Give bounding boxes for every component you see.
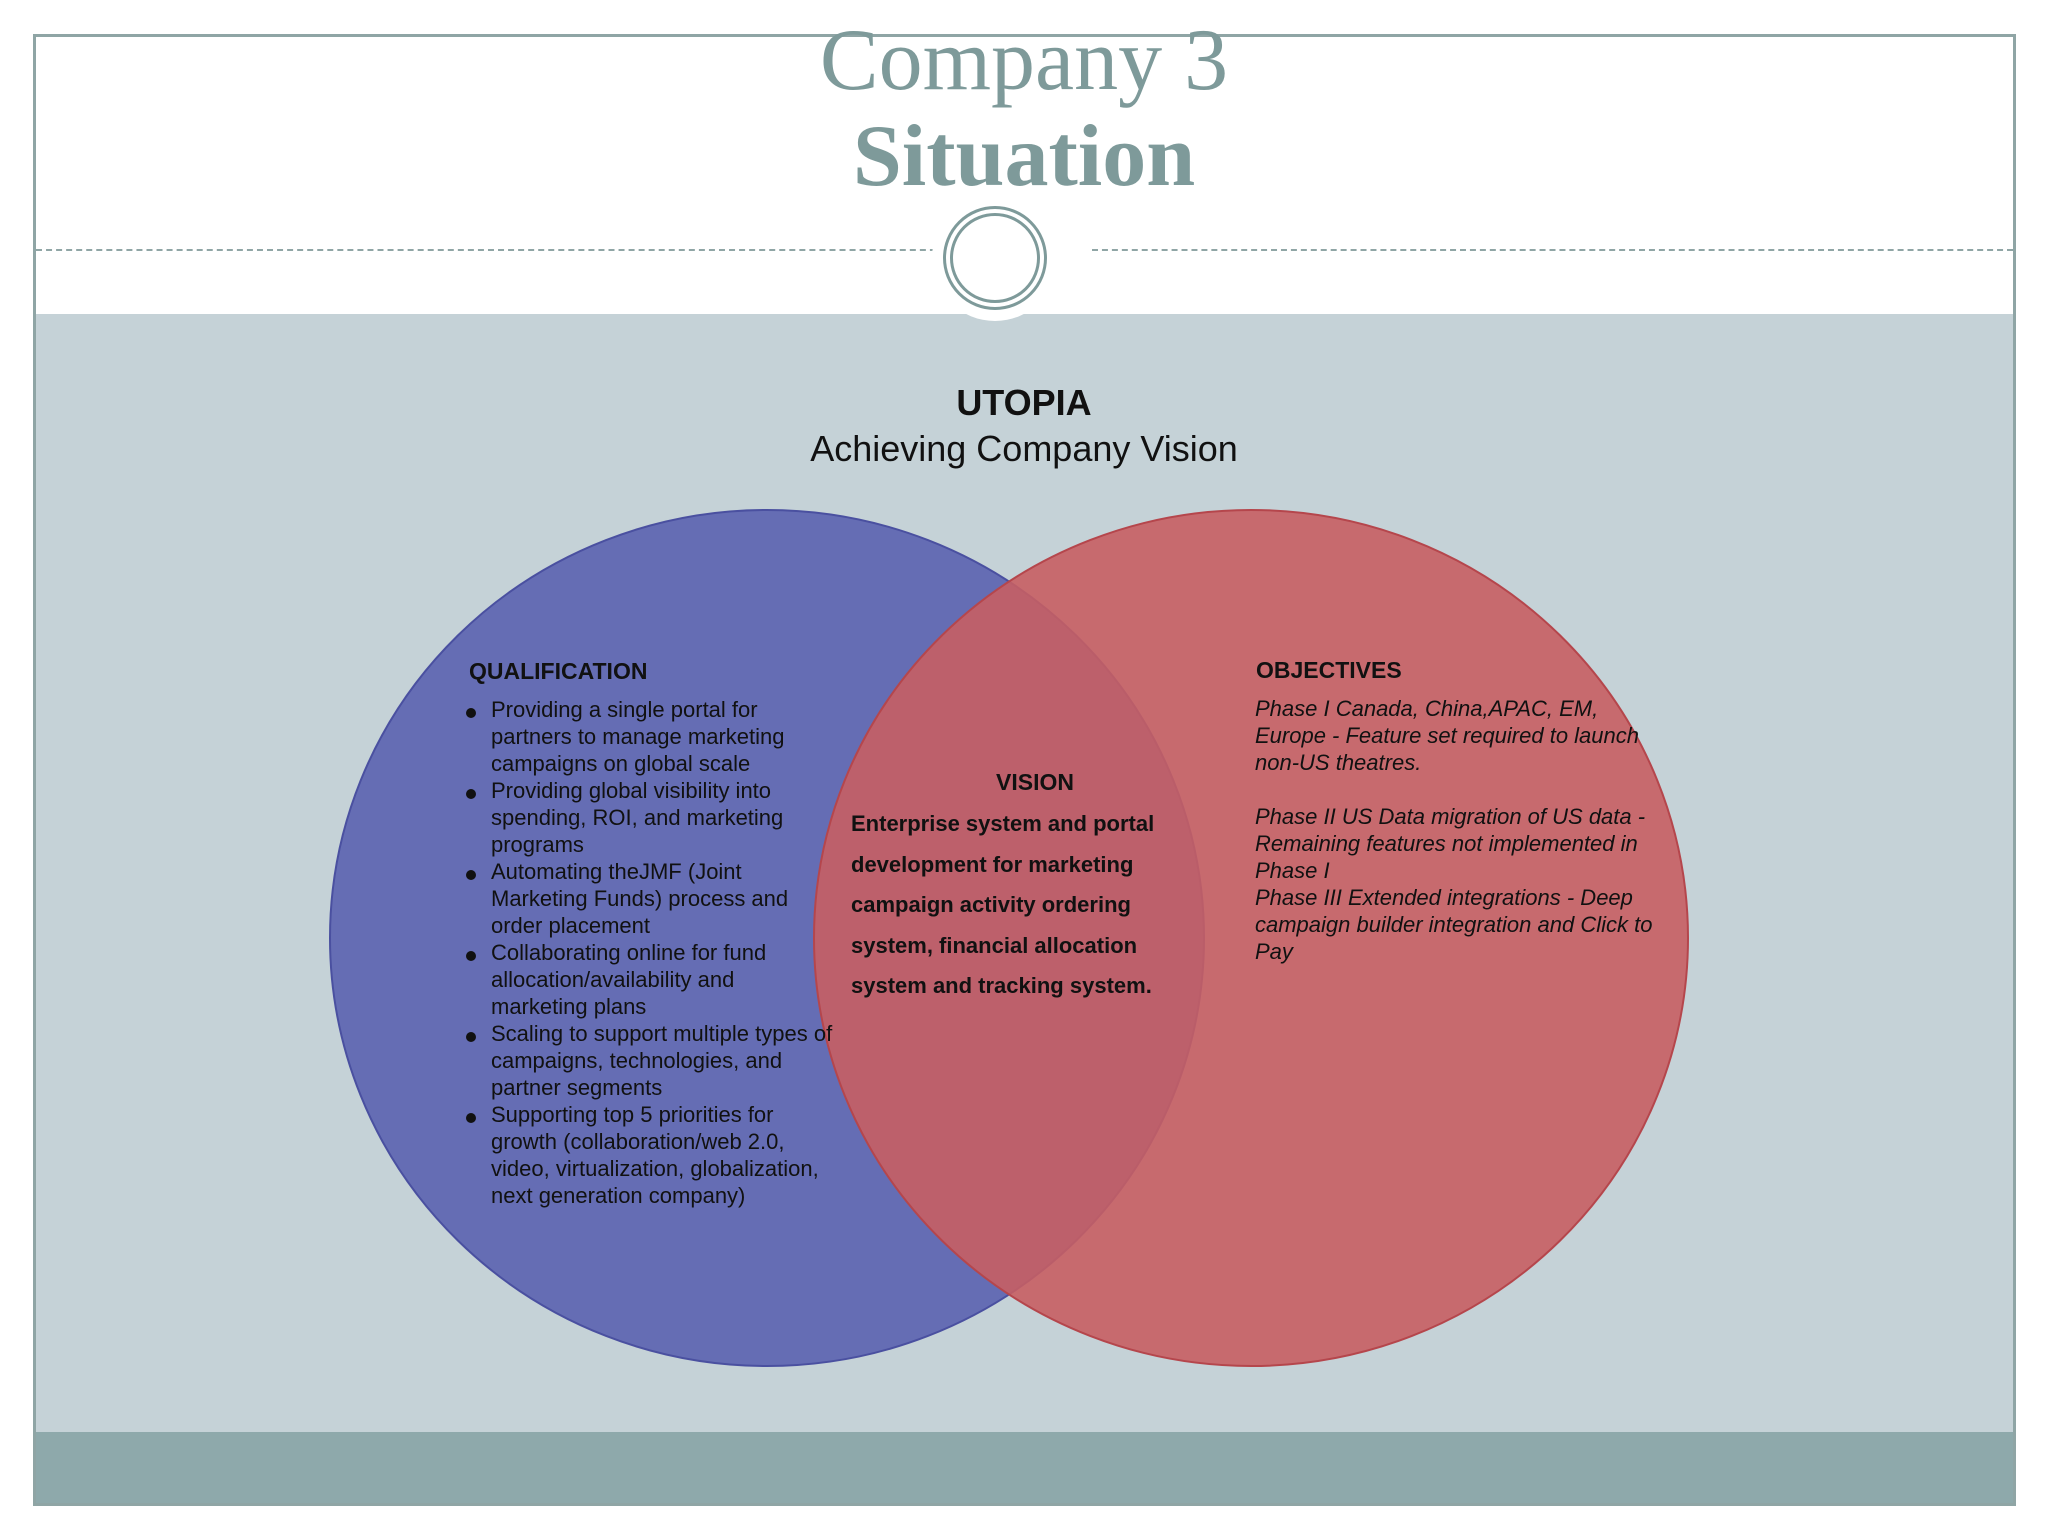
objectives-text: Phase I Canada, China,APAC, EM, Europe -… — [1255, 695, 1655, 965]
header-divider-left — [36, 249, 956, 251]
vision-heading: VISION — [996, 769, 1074, 795]
qualification-list: Providing a single portal for partners t… — [463, 696, 833, 1209]
objectives-heading: OBJECTIVES — [1256, 657, 1402, 683]
qualification-heading: QUALIFICATION — [469, 658, 648, 684]
qualification-item: Providing global visibility into spendin… — [463, 777, 833, 858]
qualification-item: Providing a single portal for partners t… — [463, 696, 833, 777]
qualification-item: Scaling to support multiple types of cam… — [463, 1020, 833, 1101]
qualification-item: Automating theJMF (Joint Marketing Funds… — [463, 858, 833, 939]
vision-text: Enterprise system and portal development… — [851, 811, 1155, 998]
objectives-phase-1: Phase I Canada, China,APAC, EM, Europe -… — [1255, 696, 1640, 775]
objectives-phase-3: Phase III Extended integrations - Deep c… — [1255, 885, 1653, 964]
objectives-circle — [813, 509, 1689, 1367]
badge-outer-ring — [943, 206, 1047, 310]
qualification-item: Collaborating online for fund allocation… — [463, 939, 833, 1020]
header-divider-right — [1092, 249, 2013, 251]
diagram-subtitle: Achieving Company Vision — [810, 428, 1238, 469]
slide-title-company: Company 3 — [819, 12, 1229, 109]
diagram-title: UTOPIA — [956, 382, 1092, 423]
badge-inner-ring — [950, 213, 1040, 303]
slide-title-situation: Situation — [852, 108, 1196, 205]
slide-footer-band — [36, 1432, 2013, 1503]
qualification-item: Supporting top 5 priorities for growth (… — [463, 1101, 833, 1209]
objectives-phase-2: Phase II US Data migration of US data - … — [1255, 804, 1646, 883]
